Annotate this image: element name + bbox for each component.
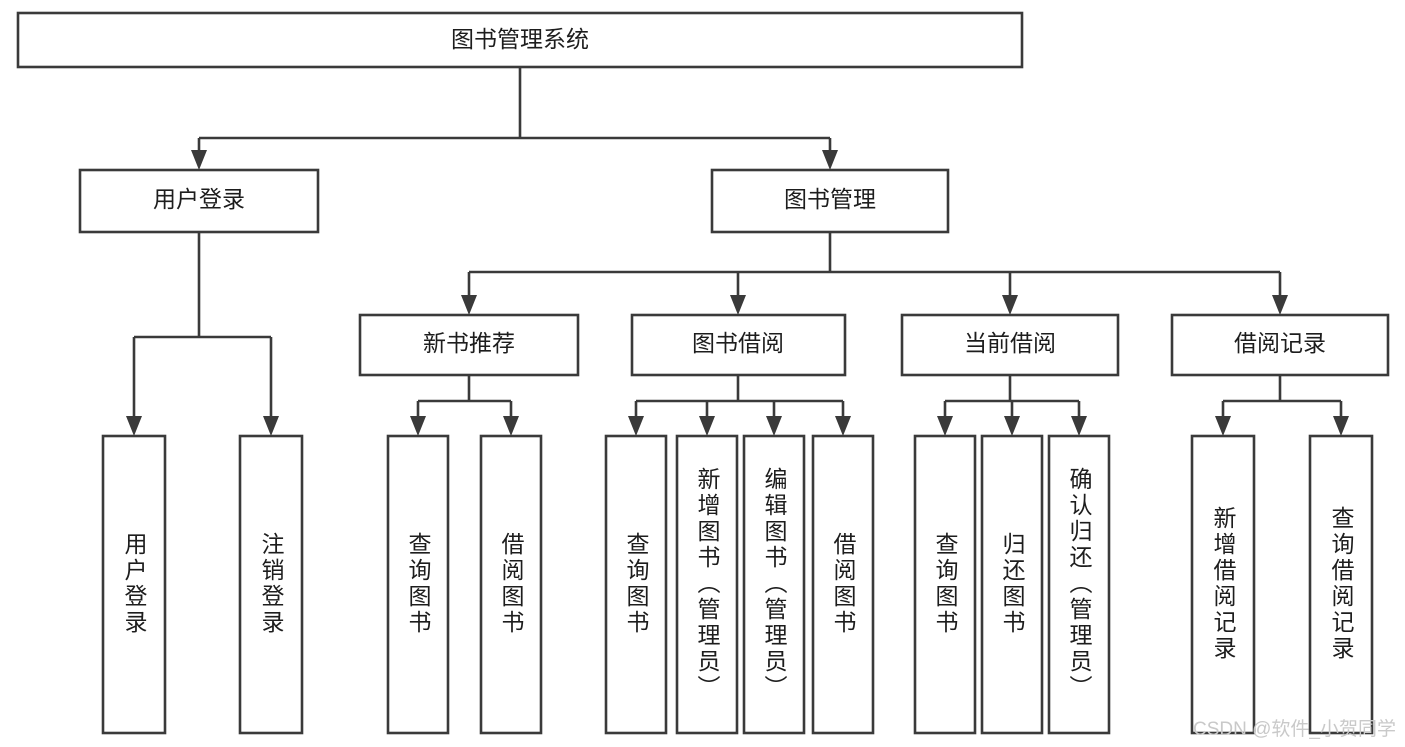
leaf-query-book-1-box[interactable] bbox=[386, 434, 450, 735]
leaf-logout-login-label: 注销登录 bbox=[258, 532, 285, 636]
node-leaf-query-book-2[interactable]: 查询图书 bbox=[604, 434, 668, 735]
book-borrow-box[interactable] bbox=[630, 313, 847, 377]
leaf-borrow-book-2-label: 借阅图书 bbox=[830, 532, 857, 636]
borrow-record-box[interactable] bbox=[1170, 313, 1390, 377]
arrow-head-leaf-add-book-admin bbox=[699, 416, 715, 436]
node-leaf-query-borrow-record[interactable]: 查询借阅记录 bbox=[1308, 434, 1374, 735]
leaf-user-login-label: 用户登录 bbox=[121, 532, 148, 636]
leaf-add-book-admin-label: 新增图书（管理员） bbox=[694, 467, 721, 701]
arrow-head-leaf-query-book-1 bbox=[410, 416, 426, 436]
leaf-query-borrow-record-box[interactable] bbox=[1308, 434, 1374, 735]
leaf-query-book-2-label: 查询图书 bbox=[623, 532, 650, 636]
book-management-label: 图书管理 bbox=[784, 186, 876, 212]
arrow-head-book-borrow bbox=[730, 295, 746, 315]
arrow-head-leaf-edit-book-admin bbox=[766, 416, 782, 436]
node-leaf-return-book[interactable]: 归还图书 bbox=[980, 434, 1044, 735]
node-user-login[interactable]: 用户登录 bbox=[78, 168, 320, 234]
arrow-head-leaf-borrow-book-1 bbox=[503, 416, 519, 436]
leaf-user-login-box[interactable] bbox=[101, 434, 167, 735]
node-leaf-add-book-admin[interactable]: 新增图书（管理员） bbox=[675, 434, 739, 735]
leaf-query-book-2-box[interactable] bbox=[604, 434, 668, 735]
book-borrow-label: 图书借阅 bbox=[692, 330, 784, 356]
leaf-edit-book-admin-box[interactable] bbox=[742, 434, 806, 735]
node-leaf-query-book-3[interactable]: 查询图书 bbox=[913, 434, 977, 735]
node-leaf-borrow-book-2[interactable]: 借阅图书 bbox=[811, 434, 875, 735]
arrow-head-leaf-query-book-3 bbox=[937, 416, 953, 436]
leaf-add-book-admin-box[interactable] bbox=[675, 434, 739, 735]
current-borrow-box[interactable] bbox=[900, 313, 1120, 377]
arrow-head-leaf-user-login bbox=[126, 416, 142, 436]
leaf-add-borrow-record-box[interactable] bbox=[1190, 434, 1256, 735]
node-leaf-query-book-1[interactable]: 查询图书 bbox=[386, 434, 450, 735]
root-box[interactable] bbox=[16, 11, 1024, 69]
node-book-management[interactable]: 图书管理 bbox=[710, 168, 950, 234]
arrow-head-leaf-confirm-return-admin bbox=[1071, 416, 1087, 436]
new-book-recommend-box[interactable] bbox=[358, 313, 580, 377]
arrow-head-user-login bbox=[191, 150, 207, 170]
leaf-query-book-3-box[interactable] bbox=[913, 434, 977, 735]
user-login-label: 用户登录 bbox=[153, 186, 245, 212]
user-login-box[interactable] bbox=[78, 168, 320, 234]
node-borrow-record[interactable]: 借阅记录 bbox=[1170, 313, 1390, 377]
node-leaf-add-borrow-record[interactable]: 新增借阅记录 bbox=[1190, 434, 1256, 735]
arrow-head-new-book-recommend bbox=[461, 295, 477, 315]
leaf-query-book-3-label: 查询图书 bbox=[932, 532, 959, 636]
csdn-watermark: CSDN @软件_小贺同学 bbox=[1193, 718, 1396, 740]
node-leaf-confirm-return-admin[interactable]: 确认归还（管理员） bbox=[1047, 434, 1111, 735]
node-leaf-edit-book-admin[interactable]: 编辑图书（管理员） bbox=[742, 434, 806, 735]
arrow-head-borrow-record bbox=[1272, 295, 1288, 315]
leaf-query-borrow-record-label: 查询借阅记录 bbox=[1328, 506, 1355, 662]
node-book-borrow[interactable]: 图书借阅 bbox=[630, 313, 847, 377]
node-current-borrow[interactable]: 当前借阅 bbox=[900, 313, 1120, 377]
leaf-borrow-book-2-box[interactable] bbox=[811, 434, 875, 735]
leaf-borrow-book-1-label: 借阅图书 bbox=[498, 532, 525, 636]
arrow-head-leaf-query-book-2 bbox=[628, 416, 644, 436]
leaf-return-book-label: 归还图书 bbox=[999, 532, 1026, 636]
new-book-recommend-label: 新书推荐 bbox=[423, 330, 515, 356]
node-leaf-user-login[interactable]: 用户登录 bbox=[101, 434, 167, 735]
arrow-head-leaf-borrow-book-2 bbox=[835, 416, 851, 436]
leaf-confirm-return-admin-label: 确认归还（管理员） bbox=[1066, 467, 1093, 701]
leaf-return-book-box[interactable] bbox=[980, 434, 1044, 735]
arrow-head-current-borrow bbox=[1002, 295, 1018, 315]
node-root-system[interactable]: 图书管理系统 bbox=[16, 11, 1024, 69]
arrow-head-leaf-add-borrow-record bbox=[1215, 416, 1231, 436]
book-management-box[interactable] bbox=[710, 168, 950, 234]
arrow-head-book-management bbox=[822, 150, 838, 170]
arrow-head-leaf-logout-login bbox=[263, 416, 279, 436]
arrow-head-leaf-return-book bbox=[1004, 416, 1020, 436]
current-borrow-label: 当前借阅 bbox=[964, 330, 1056, 356]
node-leaf-logout-login[interactable]: 注销登录 bbox=[238, 434, 304, 735]
root-label: 图书管理系统 bbox=[451, 26, 589, 52]
connectors-layer bbox=[126, 67, 1349, 436]
leaf-query-book-1-label: 查询图书 bbox=[405, 532, 432, 636]
leaf-confirm-return-admin-box[interactable] bbox=[1047, 434, 1111, 735]
leaf-edit-book-admin-label: 编辑图书（管理员） bbox=[761, 467, 788, 701]
leaf-logout-login-box[interactable] bbox=[238, 434, 304, 735]
leaf-borrow-book-1-box[interactable] bbox=[479, 434, 543, 735]
leaf-add-borrow-record-label: 新增借阅记录 bbox=[1210, 506, 1237, 662]
node-leaf-borrow-book-1[interactable]: 借阅图书 bbox=[479, 434, 543, 735]
arrow-head-leaf-query-borrow-record bbox=[1333, 416, 1349, 436]
node-new-book-recommend[interactable]: 新书推荐 bbox=[358, 313, 580, 377]
borrow-record-label: 借阅记录 bbox=[1234, 330, 1326, 356]
